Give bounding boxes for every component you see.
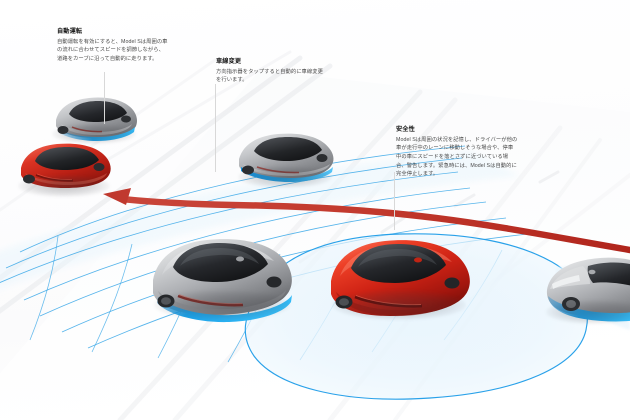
annotation-autopilot-body: 自動運転を有効にすると、Model Sは周囲の車の流れに合わせてスピードを調節し… xyxy=(57,38,168,63)
annotation-autopilot: 自動運転 自動運転を有効にすると、Model Sは周囲の車の流れに合わせてスピー… xyxy=(57,28,169,64)
car-red-far xyxy=(10,133,118,197)
leader-line-autopilot xyxy=(104,72,105,124)
leader-line-safety xyxy=(394,172,395,230)
trajectory-arrowhead xyxy=(103,188,131,205)
annotation-safety-title: 安全性 xyxy=(396,126,415,133)
car-silver-far xyxy=(46,88,142,146)
car-silver-right xyxy=(540,244,630,326)
car-silver-mid xyxy=(228,122,340,188)
annotation-lane-change-body: 方向指示器をタップすると自動的に車線変更を行います。 xyxy=(216,68,323,84)
trajectory-path xyxy=(118,195,630,254)
leader-line-lane-change xyxy=(215,84,216,172)
annotation-lane-change-title: 車線変更 xyxy=(216,58,242,65)
annotation-lane-change: 車線変更 方向指示器をタップすると自動的に車線変更を行います。 xyxy=(216,58,326,85)
annotation-safety: 安全性 Model Sは周囲の状況を記憶し、ドライバーが他の車が走行中のレーンに… xyxy=(396,126,518,179)
car-red-near xyxy=(318,228,478,322)
annotation-safety-body: Model Sは周囲の状況を記憶し、ドライバーが他の車が走行中のレーンに移動しそ… xyxy=(396,136,518,178)
annotation-autopilot-title: 自動運転 xyxy=(57,28,83,35)
ego-detection-bubble xyxy=(244,233,589,400)
car-silver-ego xyxy=(140,226,300,323)
